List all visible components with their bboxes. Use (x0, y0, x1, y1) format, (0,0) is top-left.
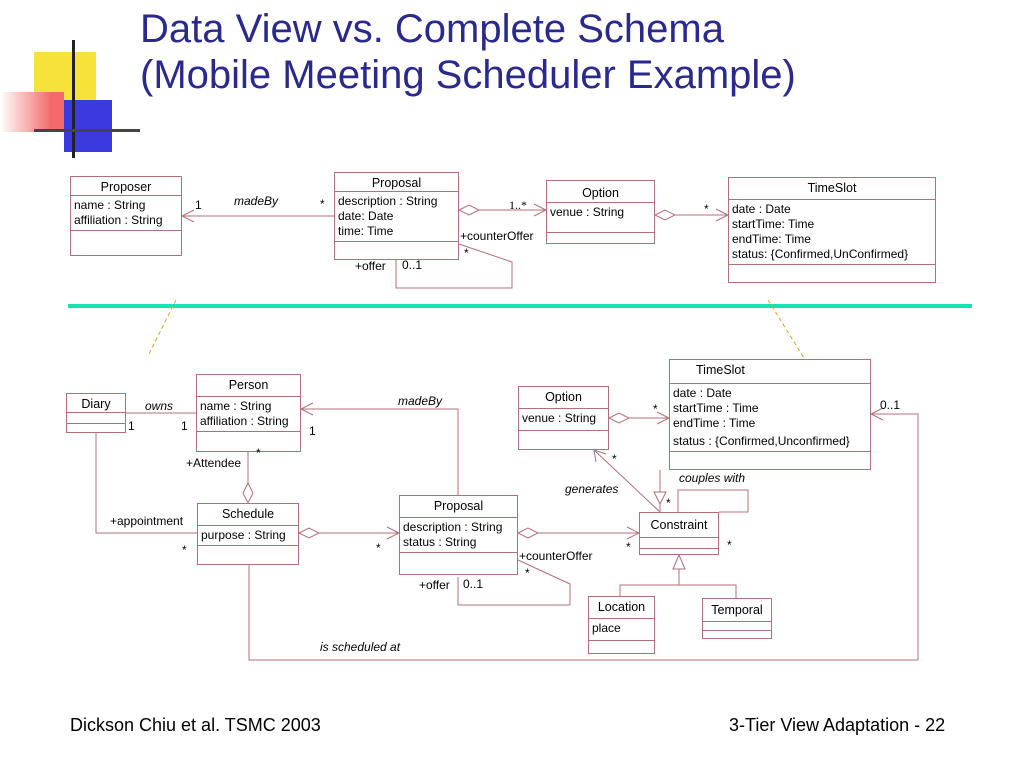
attribute: date : Date (673, 386, 732, 400)
class-attributes (67, 413, 125, 424)
attribute: venue : String (550, 205, 625, 219)
attribute: description : String (338, 194, 438, 208)
appointment-label: +appointment (110, 514, 184, 528)
constraint-class: Constraint (639, 512, 719, 555)
counter-offer-label-bottom: +counterOffer (519, 549, 593, 563)
class-attributes: venue : String (519, 409, 608, 431)
attribute: status: {Confirmed,UnConfirmed} (732, 247, 909, 261)
is-scheduled-at-label: is scheduled at (320, 640, 401, 654)
timeslot-zero-one-label: 0..1 (880, 398, 901, 412)
class-name: TimeSlot (670, 360, 870, 384)
class-name: Diary (67, 394, 125, 413)
attribute: status : String (403, 535, 477, 549)
diary-class: Diary (66, 393, 126, 433)
class-name: Person (197, 375, 300, 397)
person-one-right-label: 1 (309, 424, 316, 438)
class-attributes: description : String status : String (400, 518, 517, 553)
owns-label: owns (145, 399, 174, 413)
class-attributes (640, 538, 718, 549)
attribute: name : String (200, 399, 272, 413)
option-class: Option venue : String (546, 180, 655, 244)
proposer-class: Proposer name : String affiliation : Str… (70, 176, 182, 256)
counter-star-label: * (525, 566, 530, 580)
timeslot-class-bottom: TimeSlot date : Date startTime : Time en… (669, 359, 871, 470)
star-label: * (464, 246, 469, 260)
proposal-star-label: * (376, 541, 381, 555)
star-label: * (320, 197, 325, 211)
constraint-star-top-label: * (666, 496, 671, 510)
madeby-label-bottom: madeBy (398, 394, 443, 408)
attribute: affiliation : String (200, 414, 289, 428)
attendee-label: +Attendee (186, 456, 242, 470)
option-star-label: * (653, 402, 658, 416)
constraint-star-right-label: * (727, 538, 732, 552)
class-name: Option (519, 387, 608, 409)
attribute: affiliation : String (74, 213, 163, 227)
schedule-class: Schedule purpose : String (197, 503, 299, 565)
generates-label: generates (565, 482, 619, 496)
attribute: name : String (74, 198, 146, 212)
couples-with-label: couples with (679, 471, 746, 485)
option-class-bottom: Option venue : String (518, 386, 609, 450)
corner-decoration (0, 0, 140, 160)
class-attributes: venue : String (547, 203, 654, 233)
class-attributes: name : String affiliation : String (71, 196, 181, 231)
attribute: endTime: Time (732, 232, 811, 246)
offer-label-bottom: +offer (419, 578, 450, 592)
class-name: Proposal (335, 173, 458, 192)
class-attributes: purpose : String (198, 526, 298, 546)
madeby-label: madeBy (234, 194, 279, 208)
zero-one-label-bottom: 0..1 (463, 577, 484, 591)
counter-offer-label: +counterOffer (460, 229, 534, 243)
schedule-star-label: * (182, 543, 187, 557)
footer-right: 3-Tier View Adaptation - 22 (729, 715, 946, 735)
attribute: venue : String (522, 411, 597, 425)
temporal-class: Temporal (702, 598, 772, 639)
attribute: status : {Confirmed,Unconfirmed} (673, 434, 850, 448)
proposal-class: Proposal description : String date: Date… (334, 172, 459, 260)
location-class: Location place (588, 596, 655, 654)
attribute: endTime : Time (673, 416, 756, 430)
footer-left: Dickson Chiu et al. TSMC 2003 (70, 715, 321, 735)
constraint-star-left-label: * (626, 540, 631, 554)
diary-one-label: 1 (128, 419, 135, 433)
one-star-label: 1..* (509, 198, 527, 212)
attribute: place (592, 621, 621, 635)
generates-star-label: * (612, 452, 617, 466)
class-name: Option (547, 181, 654, 203)
class-name: Schedule (198, 504, 298, 526)
class-attributes: name : String affiliation : String (197, 397, 300, 432)
class-attributes: description : String date: Date time: Ti… (335, 192, 458, 242)
class-attributes: place (589, 619, 654, 641)
class-name: Proposal (400, 496, 517, 518)
attribute: date : Date (732, 202, 791, 216)
class-attributes: date : Date startTime : Time endTime : T… (670, 384, 870, 452)
attribute: date: Date (338, 209, 394, 223)
proposal-class-bottom: Proposal description : String status : S… (399, 495, 518, 575)
zero-one-label: 0..1 (402, 258, 423, 272)
slide-title-line1: Data View vs. Complete Schema (140, 7, 724, 51)
slide-title-line2: (Mobile Meeting Scheduler Example) (140, 53, 796, 97)
person-class: Person name : String affiliation : Strin… (196, 374, 301, 452)
class-name: TimeSlot (729, 178, 935, 200)
attribute: description : String (403, 520, 503, 534)
attribute: time: Time (338, 224, 394, 238)
attribute: startTime : Time (673, 401, 759, 415)
star-label: * (704, 202, 709, 216)
attribute: purpose : String (201, 528, 286, 542)
one-label: 1 (195, 198, 202, 212)
class-name: Proposer (71, 177, 181, 196)
timeslot-class: TimeSlot date : Date startTime: Time end… (728, 177, 936, 283)
class-attributes: date : Date startTime: Time endTime: Tim… (729, 200, 935, 265)
class-attributes (703, 622, 771, 631)
person-one-label: 1 (181, 419, 188, 433)
class-name: Location (589, 597, 654, 619)
attendee-star-label: * (256, 446, 261, 460)
offer-label: +offer (355, 259, 386, 273)
class-name: Temporal (703, 599, 771, 622)
class-name: Constraint (640, 513, 718, 538)
attribute: startTime: Time (732, 217, 815, 231)
